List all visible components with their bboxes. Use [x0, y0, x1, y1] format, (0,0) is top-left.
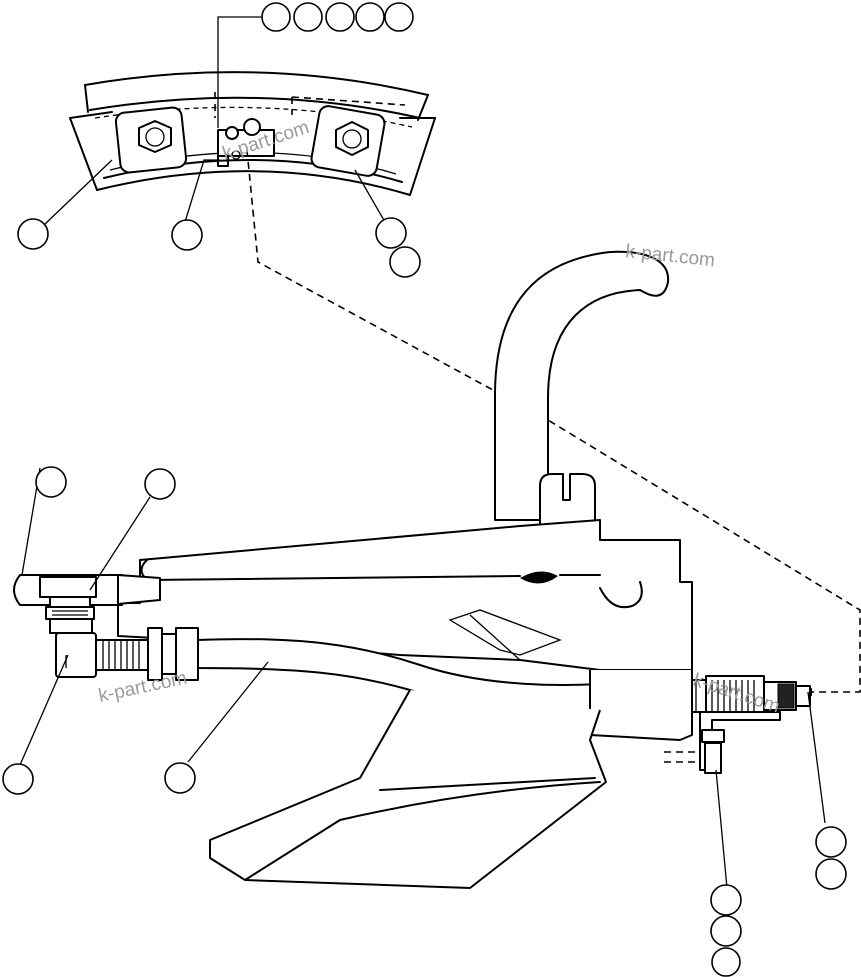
detail-reference-dashed-line	[246, 149, 861, 693]
callout-bubble	[815, 826, 847, 858]
callout-bubble	[261, 2, 291, 32]
mounting-bracket-clip	[664, 711, 781, 774]
callout-bubble	[710, 884, 742, 916]
callout-bubble	[293, 2, 323, 32]
callout-bubble	[164, 762, 196, 794]
callout-group-detail-right	[375, 217, 421, 278]
vertical-lever-pipe	[494, 250, 670, 521]
callout-bubble	[710, 915, 742, 947]
callout-bubble	[389, 246, 421, 278]
callout-bubble	[384, 2, 414, 32]
left-clamp-block	[114, 106, 188, 174]
callout-bubble	[375, 217, 407, 249]
callout-bubble	[711, 947, 741, 977]
base-housing	[209, 609, 693, 889]
elbow-fitting-left	[55, 632, 97, 678]
callout-bubble	[144, 468, 176, 500]
callout-group-bottom-right	[815, 826, 847, 890]
callout-leaders	[19, 16, 826, 889]
hose-threaded-end-left	[95, 627, 199, 681]
callout-group-bottom-center	[710, 884, 742, 977]
callout-group-top	[261, 2, 414, 32]
callout-bubble	[325, 2, 355, 32]
watermark-lower-left: k-part.com	[97, 668, 189, 707]
callout-bubble	[171, 219, 203, 251]
callout-bubble	[355, 2, 385, 32]
callout-bubble	[35, 466, 67, 498]
callout-bubble	[2, 763, 34, 795]
ball-joint-top	[39, 576, 97, 634]
watermark-top-detail: k-part.com	[220, 117, 312, 165]
callout-bubble	[17, 218, 49, 250]
center-bleeder-fitting	[217, 118, 275, 167]
right-clamp-block	[310, 105, 386, 177]
callout-bubble	[815, 858, 847, 890]
